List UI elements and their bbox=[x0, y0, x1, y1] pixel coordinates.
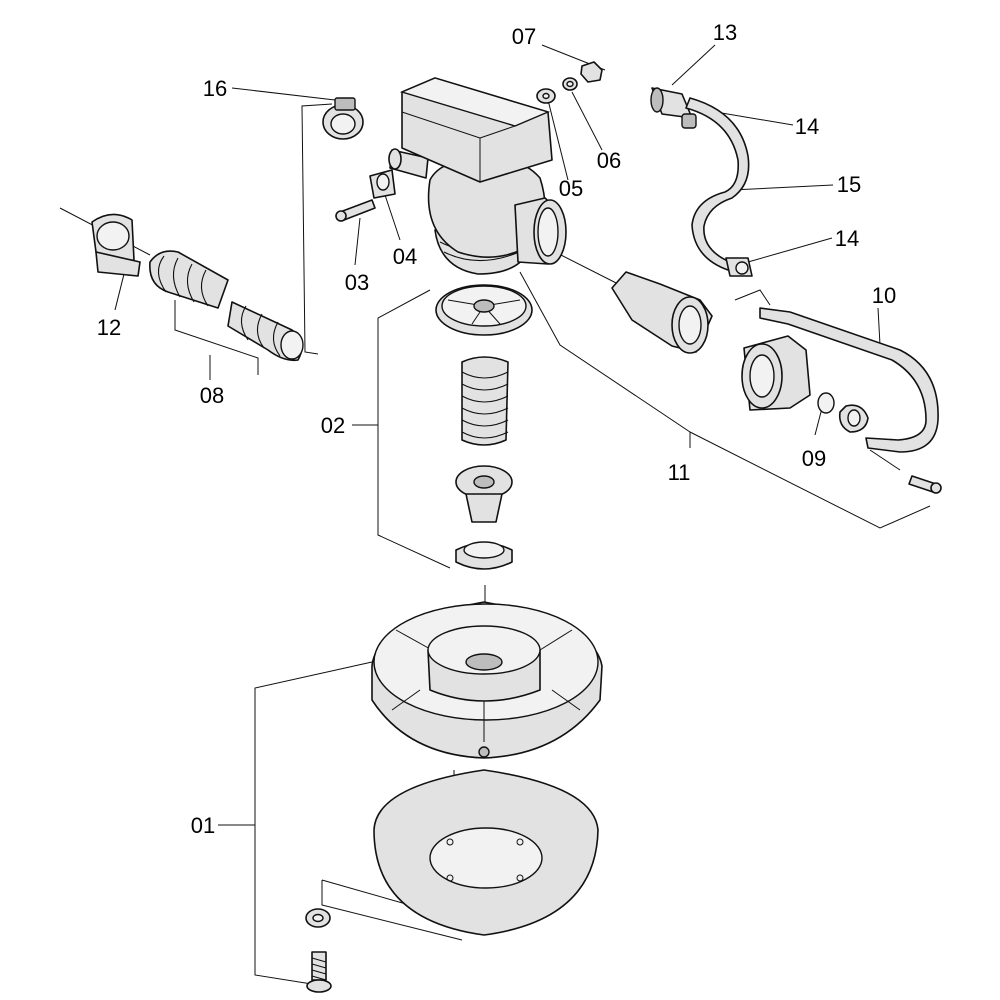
o-ring-09 bbox=[817, 392, 835, 414]
hose-nipple bbox=[388, 148, 429, 179]
seal-ring-02 bbox=[455, 541, 513, 570]
nut-07 bbox=[580, 61, 603, 83]
label-part-08: 08 bbox=[200, 383, 224, 408]
valve-housing bbox=[399, 77, 567, 275]
label-part-04: 04 bbox=[393, 244, 417, 269]
label-part-11: 11 bbox=[668, 460, 691, 485]
label-part-01: 01 bbox=[191, 813, 215, 838]
label-part-03: 03 bbox=[345, 270, 369, 295]
label-part-15: 15 bbox=[837, 172, 861, 197]
washer-01 bbox=[305, 908, 331, 928]
label-part-14-upper: 14 bbox=[795, 114, 819, 139]
hose-fitting-13 bbox=[650, 87, 693, 119]
part-labels: 01 02 03 04 05 06 07 08 09 10 11 12 13 1… bbox=[97, 20, 896, 838]
label-part-13: 13 bbox=[713, 20, 737, 45]
screw-10 bbox=[908, 475, 942, 494]
base-plate-01 bbox=[371, 601, 603, 759]
washer-05 bbox=[536, 88, 556, 104]
label-part-06: 06 bbox=[597, 148, 621, 173]
label-part-10: 10 bbox=[872, 283, 896, 308]
filter-cartridge-11 bbox=[611, 271, 713, 354]
washer-06 bbox=[562, 77, 578, 91]
spring-02 bbox=[461, 356, 509, 446]
label-part-14-lower: 14 bbox=[835, 226, 859, 251]
label-part-09: 09 bbox=[802, 446, 826, 471]
clip-04 bbox=[369, 169, 396, 199]
corrugated-hose-08 bbox=[149, 250, 304, 362]
bracket-clip-12 bbox=[91, 213, 141, 277]
hose-clamp-14-lower bbox=[725, 257, 753, 277]
label-part-02: 02 bbox=[321, 413, 345, 438]
valve-disc-02 bbox=[435, 284, 533, 336]
union-nut-11 bbox=[741, 335, 811, 411]
screw-01 bbox=[306, 951, 332, 993]
label-part-12: 12 bbox=[97, 315, 121, 340]
label-part-05: 05 bbox=[559, 176, 583, 201]
label-part-16: 16 bbox=[203, 76, 227, 101]
valve-plunger-02 bbox=[455, 465, 513, 523]
hose-clamp-16 bbox=[322, 97, 364, 140]
membrane-01 bbox=[373, 769, 599, 936]
probe-tube-10 bbox=[759, 307, 939, 453]
hose-clamp-14-upper bbox=[681, 113, 697, 129]
label-part-07: 07 bbox=[512, 24, 536, 49]
screw-03 bbox=[335, 199, 376, 222]
